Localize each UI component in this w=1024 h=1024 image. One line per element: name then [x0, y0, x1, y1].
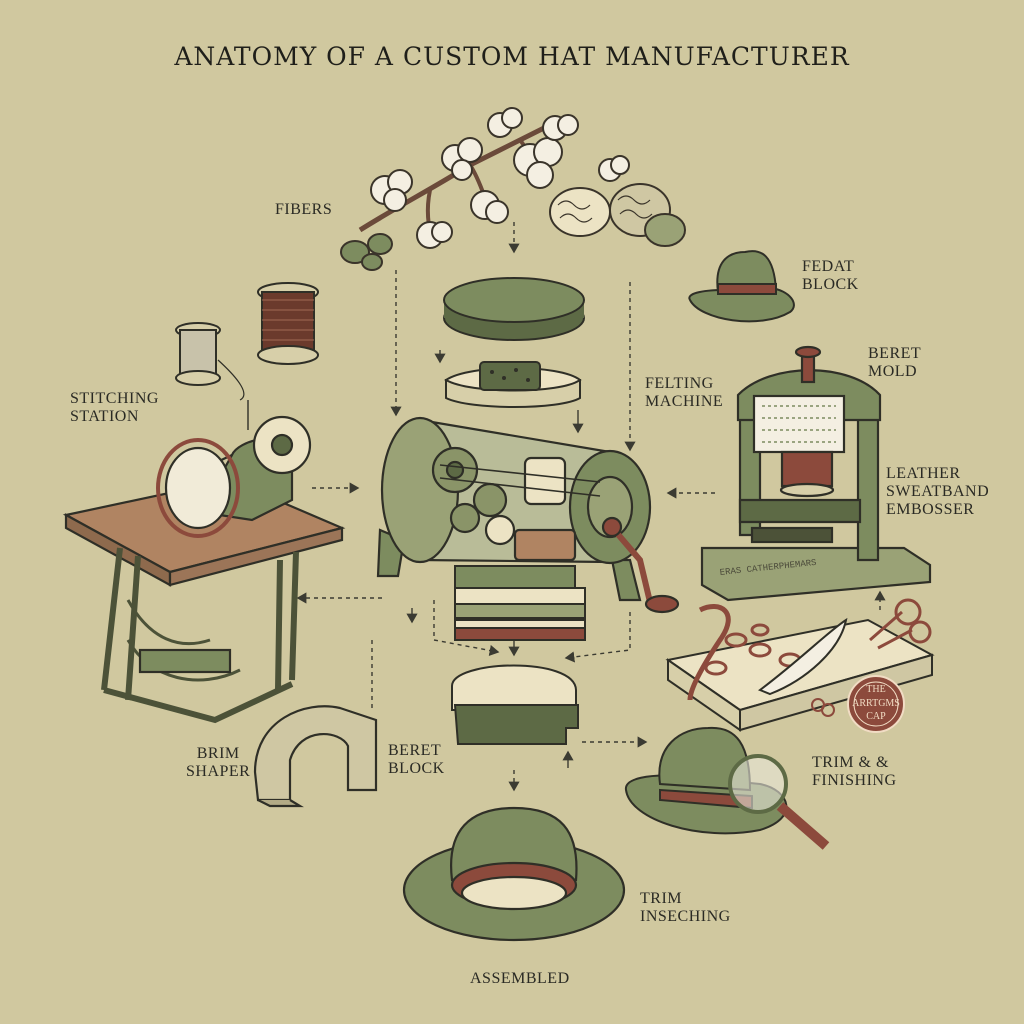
label-leather-sweatband-embosser: LEATHER SWEATBAND EMBOSSER [886, 465, 989, 519]
beret-mold-press-illustration [700, 345, 932, 602]
label-trim-finishing-line-2: FINISHING [812, 772, 897, 789]
label-trim-inseching-line-1: TRIM [640, 890, 682, 907]
label-beret-mold: BERET MOLD [868, 345, 921, 381]
label-brim-shaper: BRIM SHAPER [186, 745, 250, 781]
stamp-line-1: THE [866, 684, 885, 695]
label-fedat-block-line-2: BLOCK [802, 276, 859, 293]
label-trim-inseching-line-2: INSECHING [640, 908, 731, 925]
label-felting-machine: FELTING MACHINE [645, 375, 723, 411]
assembled-hat-illustration [402, 806, 626, 942]
label-trim-inseching: TRIM INSECHING [640, 890, 731, 926]
thread-spools-illustration [175, 282, 319, 401]
label-beret-block: BERET BLOCK [388, 742, 445, 778]
label-trim-finishing: TRIM & & FINISHING [812, 754, 897, 790]
magnifier-icon [728, 754, 830, 850]
sewing-machine-illustration [62, 400, 346, 724]
felting-machine-illustration [376, 416, 680, 614]
label-fibers: FIBERS [275, 201, 333, 218]
trim-supplies-illustration [665, 598, 935, 732]
label-leather-line-3: EMBOSSER [886, 501, 975, 518]
label-fedat-block: FEDAT BLOCK [802, 258, 859, 294]
label-brim-shaper-line-2: SHAPER [186, 763, 251, 780]
label-beret-block-line-2: BLOCK [388, 760, 445, 777]
finished-fedora-illustration [624, 726, 788, 835]
cotton-branch-illustration [340, 107, 630, 271]
felt-pad-illustration [444, 361, 582, 408]
artisan-cap-stamp: THE ARRTGMS CAP [847, 675, 905, 733]
label-beret-block-line-1: BERET [388, 742, 442, 759]
label-beret-mold-line-1: BERET [868, 345, 922, 362]
label-brim-shaper-line-1: BRIM [196, 745, 240, 762]
label-fedat-block-line-1: FEDAT [802, 258, 855, 275]
label-assembled: ASSEMBLED [470, 970, 570, 987]
label-stitching-station-line-1: STITCHING [70, 390, 159, 407]
label-felting-machine-line-1: FELTING [645, 375, 714, 392]
beret-block-illustration [451, 664, 579, 745]
label-stitching-station: STITCHING STATION [70, 390, 159, 426]
label-leather-line-1: LEATHER [886, 465, 961, 482]
diagram-title: ANATOMY OF A CUSTOM HAT MANUFACTURER [174, 42, 850, 71]
label-beret-mold-line-2: MOLD [868, 363, 918, 380]
label-trim-finishing-line-1: TRIM & & [812, 754, 889, 771]
wool-bundle-illustration [549, 183, 686, 247]
fedora-block-illustration [688, 250, 795, 323]
label-stitching-station-line-2: STATION [70, 408, 139, 425]
label-leather-line-2: SWEATBAND [886, 483, 990, 500]
stamp-line-2: ARRTGMS [852, 698, 900, 709]
brim-shaper-illustration [253, 705, 378, 808]
felt-disc-illustration [443, 277, 585, 341]
felt-layers-illustration [454, 565, 586, 641]
label-felting-machine-line-2: MACHINE [645, 393, 724, 410]
stamp-line-3: CAP [866, 711, 886, 722]
